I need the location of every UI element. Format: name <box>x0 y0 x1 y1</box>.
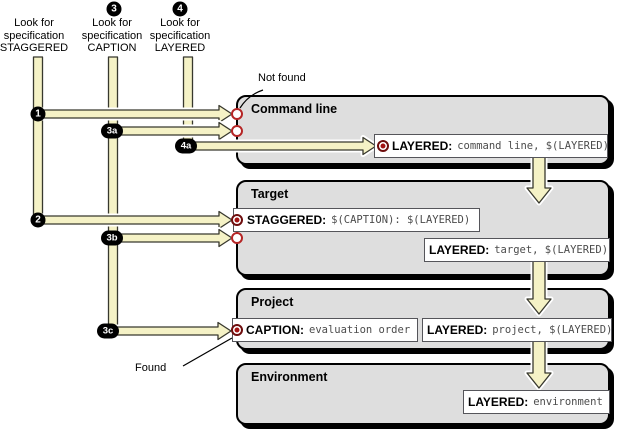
spec-box-project-caption: CAPTION: evaluation order <box>232 318 418 342</box>
header-line: specification <box>149 29 211 42</box>
found-marker-commandline-layered <box>377 140 389 152</box>
spec-box-commandline-layered: LAYERED: command line, $(LAYERED) <box>374 134 609 158</box>
not-found-label: Not found <box>258 72 306 84</box>
header-line: Look for <box>92 17 132 29</box>
spec-value: environment <box>533 396 603 408</box>
step-badge-4: 4 <box>172 1 188 17</box>
spec-label: LAYERED: <box>429 243 490 257</box>
step-badge-3: 3 <box>106 1 122 17</box>
found-label: Found <box>135 362 167 374</box>
header-line: Look for <box>14 17 54 29</box>
lookup-header-staggered: Look for specification STAGGERED <box>0 17 74 55</box>
arrow-step-2 <box>35 209 235 231</box>
header-line: Look for <box>160 17 200 29</box>
header-line: specification <box>3 29 65 42</box>
header-line: STAGGERED <box>0 42 69 54</box>
arrow-step-3a <box>110 120 235 142</box>
lookup-bar-layered <box>181 54 195 150</box>
lookup-bar-caption <box>106 54 120 335</box>
header-line: specification <box>81 29 143 42</box>
spec-value: $(CAPTION): $(LAYERED) <box>331 214 471 226</box>
step-badge-3b: 3b <box>101 230 123 246</box>
not-found-marker-1 <box>231 108 243 120</box>
spec-value: target, $(LAYERED) <box>494 244 609 256</box>
not-found-marker-2 <box>231 125 243 137</box>
spec-label: LAYERED: <box>392 139 453 153</box>
scope-title-environment: Environment <box>251 370 328 384</box>
step-badge-3a: 3a <box>101 123 123 139</box>
lookup-header-layered: Look for specification LAYERED <box>140 17 220 55</box>
spec-label: LAYERED: <box>427 323 488 337</box>
spec-box-target-staggered: STAGGERED: $(CAPTION): $(LAYERED) <box>233 208 480 232</box>
arrow-step-3b <box>110 227 235 249</box>
spec-value: command line, $(LAYERED) <box>457 140 609 152</box>
lookup-header-caption: Look for specification CAPTION <box>72 17 152 55</box>
lookup-bar-staggered <box>31 54 45 227</box>
header-line: CAPTION <box>87 42 137 54</box>
found-marker-project-caption <box>231 324 243 336</box>
arrow-step-3c <box>110 320 234 342</box>
spec-value: project, $(LAYERED) <box>492 324 613 336</box>
scope-title-target: Target <box>251 187 289 201</box>
arrow-step-1 <box>35 103 235 125</box>
spec-label: LAYERED: <box>468 395 529 409</box>
spec-label: STAGGERED: <box>247 213 327 227</box>
spec-value: evaluation order <box>309 324 411 336</box>
spec-box-project-layered: LAYERED: project, $(LAYERED) <box>422 318 612 342</box>
step-badge-3c: 3c <box>97 323 119 339</box>
step-badge-1: 1 <box>30 106 46 122</box>
step-badge-4a: 4a <box>175 138 197 154</box>
step-badge-2: 2 <box>30 212 46 228</box>
spec-box-target-layered: LAYERED: target, $(LAYERED) <box>424 238 610 262</box>
found-pointer-line <box>182 337 233 367</box>
spec-box-environment-layered: LAYERED: environment <box>463 390 610 414</box>
found-marker-target-staggered <box>231 214 243 226</box>
scope-title-command-line: Command line <box>251 102 338 116</box>
not-found-marker-3 <box>231 232 243 244</box>
header-line: LAYERED <box>154 42 206 54</box>
spec-label: CAPTION: <box>246 323 304 337</box>
scope-title-project: Project <box>251 295 294 309</box>
